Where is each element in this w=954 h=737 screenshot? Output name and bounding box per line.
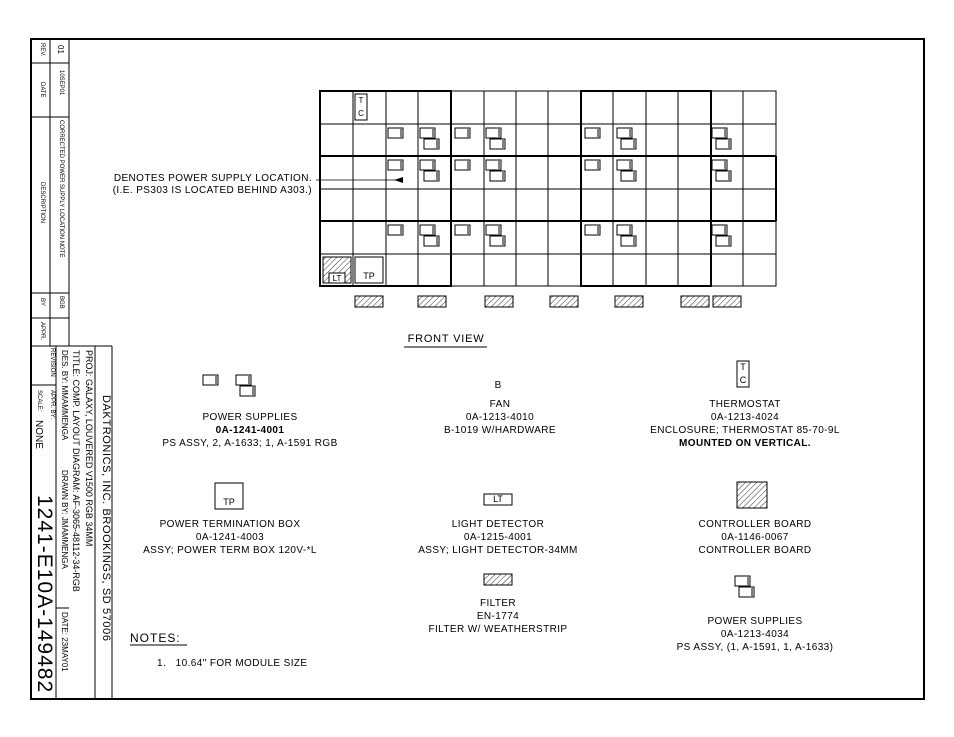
rev-value: 01 <box>56 45 65 54</box>
legend-controller-board-desc: CONTROLLER BOARD <box>698 545 812 556</box>
legend-lt-label: LT <box>493 494 503 504</box>
title-line: TITLE: COMP. LAYOUT DIAGRAM: AF-3065-481… <box>71 350 81 592</box>
designed-by: DES. BY: MMAMMENGA <box>60 350 69 441</box>
drawing-date: DATE: 23MAY01 <box>60 612 69 672</box>
grid-thermostat-symbol <box>354 93 368 121</box>
callout-line-2: (I.E. PS303 IS LOCATED BEHIND A303.) <box>112 185 312 196</box>
legend-light-detector-title: LIGHT DETECTOR <box>451 519 545 530</box>
legend-power-supplies-icon <box>202 374 256 397</box>
drawing-number: 1241-E10A-149482 <box>33 495 56 694</box>
legend-light-detector: LIGHT DETECTOR 0A-1215-4001 ASSY; LIGHT … <box>398 518 598 557</box>
legend-fan-desc: B-1019 W/HARDWARE <box>443 425 556 436</box>
legend-power-termination-desc: ASSY; POWER TERM BOX 120V-*L <box>143 545 317 556</box>
description-value: CORRECTED POWER SUPPLY LOCATION NOTE <box>58 120 64 258</box>
legend-power-supplies-2-title: POWER SUPPLIES <box>707 616 803 627</box>
legend-power-supplies-title: POWER SUPPLIES <box>202 412 298 423</box>
title-block <box>30 345 113 699</box>
revision-label: REVISION <box>49 348 55 377</box>
grid-lt-label: LT <box>332 274 342 283</box>
company-name: DAKTRONICS, INC. BROOKINGS, SD 57006 <box>100 395 112 642</box>
legend-power-supplies-desc: PS ASSY, 2, A-1633; 1, A-1591 RGB <box>162 438 338 449</box>
section-outlines <box>319 90 777 287</box>
grid-light-detector-symbol <box>328 272 346 284</box>
legend-filter-desc: FILTER W/ WEATHERSTRIP <box>428 624 568 635</box>
legend-lt-symbol <box>483 493 513 506</box>
drawn-by: DRAWN BY: JMAMMENGA <box>60 470 69 569</box>
legend-thermostat-symbol <box>736 360 750 388</box>
legend-filter-symbol <box>483 573 513 586</box>
legend-fan: FAN 0A-1213-4010 B-1019 W/HARDWARE <box>400 398 600 437</box>
grid-tp-symbol <box>354 256 384 284</box>
legend-power-supplies-2: POWER SUPPLIES 0A-1213-4034 PS ASSY, (1,… <box>640 615 870 654</box>
legend-thermostat-title: THERMOSTAT <box>709 399 781 410</box>
legend-fan-part: 0A-1213-4010 <box>465 412 535 423</box>
notes-item: 1. 10.64" FOR MODULE SIZE <box>157 658 308 669</box>
legend-controller-board-title: CONTROLLER BOARD <box>698 519 812 530</box>
legend-controller-board: CONTROLLER BOARD 0A-1146-0067 CONTROLLER… <box>655 518 855 557</box>
legend-fan-title: FAN <box>489 399 511 410</box>
legend-controller-symbol <box>736 481 768 509</box>
description-header: DESCRIPTION <box>39 182 45 224</box>
legend-thermostat-part: 0A-1213-4024 <box>710 412 780 423</box>
grid-tc-t: T <box>358 96 364 105</box>
legend-power-supplies-2-part: 0A-1213-4034 <box>720 629 790 640</box>
legend-thermostat-desc: ENCLOSURE; THERMOSTAT 85-70-9L <box>650 425 840 436</box>
callout-arrow <box>394 177 403 183</box>
legend-filter-part: EN-1774 <box>476 611 520 622</box>
by-value: BGB <box>58 296 64 309</box>
legend-controller-board-part: 0A-1146-0067 <box>721 532 789 543</box>
legend-tc-letters: T C <box>737 361 749 387</box>
date-header: DATE <box>39 82 45 98</box>
legend-tp-symbol <box>214 482 244 510</box>
legend-light-detector-part: 0A-1215-4001 <box>463 532 533 543</box>
date-value: 10SEP01 <box>58 70 64 96</box>
grid-power-supplies <box>387 127 732 247</box>
grid-filters <box>354 295 742 308</box>
legend-light-detector-desc: ASSY; LIGHT DETECTOR-34MM <box>418 545 578 556</box>
grid-tc-c: C <box>358 109 364 118</box>
appr-by: APPR. BY: <box>49 390 55 420</box>
legend-power-supplies-2-icon <box>734 575 755 598</box>
callout-line-1: DENOTES POWER SUPPLY LOCATION. <box>113 173 312 184</box>
by-header: BY <box>39 298 45 307</box>
callout-text: DENOTES POWER SUPPLY LOCATION. (I.E. PS3… <box>113 173 312 197</box>
appr-header: APPR. <box>39 322 45 341</box>
legend-power-termination-title: POWER TERMINATION BOX <box>159 519 301 530</box>
legend-tc-t: T <box>740 362 746 372</box>
grid-tp-label: TP <box>363 271 375 281</box>
legend-power-termination-part: 0A-1241-4003 <box>195 532 265 543</box>
legend-thermostat: THERMOSTAT 0A-1213-4024 ENCLOSURE; THERM… <box>640 398 850 450</box>
legend-power-supplies-2-desc: PS ASSY, (1, A-1591, 1, A-1633) <box>676 642 834 653</box>
grid-tc-letters: T C <box>355 94 367 120</box>
rev-header: REV. <box>39 43 45 57</box>
notes-header: NOTES: <box>130 631 181 645</box>
module-grid <box>319 90 777 287</box>
legend-power-supplies: POWER SUPPLIES 0A-1241-4001 PS ASSY, 2, … <box>140 411 360 450</box>
legend-power-termination: POWER TERMINATION BOX 0A-1241-4003 ASSY;… <box>130 518 330 557</box>
front-view-label: FRONT VIEW <box>407 333 485 345</box>
scale-value: NONE <box>33 420 44 449</box>
legend-power-supplies-part: 0A-1241-4001 <box>215 425 285 436</box>
legend-tc-c: C <box>739 375 747 385</box>
scale-label: SCALE: <box>36 390 42 412</box>
legend-thermostat-note: MOUNTED ON VERTICAL. <box>679 438 811 449</box>
project-line: PROJ: GALAXY, LOUVERED V1500 RGB 34MM <box>84 350 94 547</box>
legend-filter: FILTER EN-1774 FILTER W/ WEATHERSTRIP <box>398 597 598 636</box>
legend-tp-label: TP <box>223 497 235 507</box>
legend-fan-symbol: B <box>494 380 502 391</box>
legend-filter-title: FILTER <box>479 598 517 609</box>
